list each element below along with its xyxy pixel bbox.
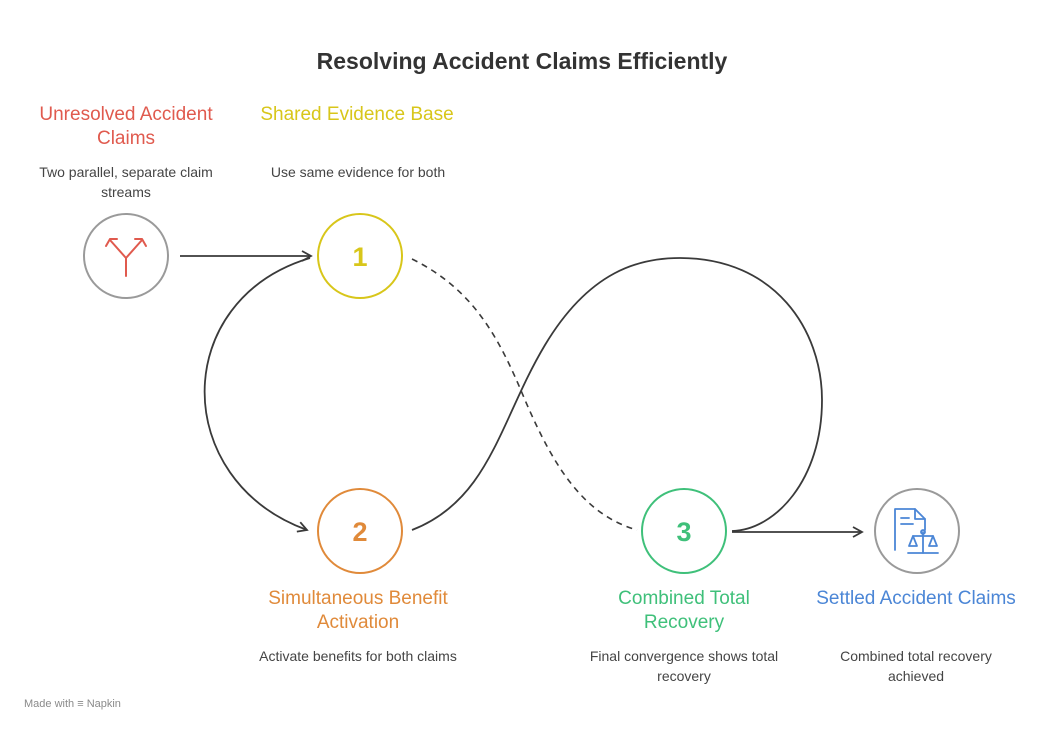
step-1-label: Shared Evidence Base (260, 104, 454, 125)
step-1-number: 1 (352, 242, 367, 272)
step-2-description: Activate benefits for both claims (259, 648, 457, 664)
document-scales-icon (894, 508, 939, 554)
dashed-1-to-3 (411, 258, 638, 531)
start-description: Two parallel, separate claim streams (39, 164, 213, 200)
step-3-description: Final convergence shows total recovery (589, 648, 779, 684)
step-1-node: 1 (317, 213, 403, 299)
start-label: Unresolved Accident Claims (39, 104, 213, 149)
step-3-node: 3 (641, 488, 727, 574)
end-node (874, 488, 960, 574)
end-description: Combined total recovery achieved (840, 648, 992, 684)
footer-brand: Napkin (86, 698, 121, 710)
arrow-1-to-2 (203, 257, 311, 533)
step-3-number: 3 (676, 517, 691, 547)
made-with-napkin[interactable]: Made with ≡ Napkin (24, 698, 121, 710)
step-1-description: Use same evidence for both (270, 164, 446, 180)
step-3-label: Combined Total Recovery (618, 588, 750, 633)
loop-2-to-3 (411, 257, 823, 532)
diagram-title: Resolving Accident Claims Efficiently (316, 48, 728, 74)
step-2-number: 2 (352, 517, 367, 547)
step-2-label: Simultaneous Benefit Activation (268, 588, 448, 633)
napkin-logo-icon: ≡ (77, 698, 84, 710)
step-2-node: 2 (317, 488, 403, 574)
end-label: Settled Accident Claims (816, 588, 1016, 609)
start-node (83, 213, 169, 299)
footer-prefix: Made with (24, 698, 75, 710)
split-arrows-icon (105, 238, 147, 277)
